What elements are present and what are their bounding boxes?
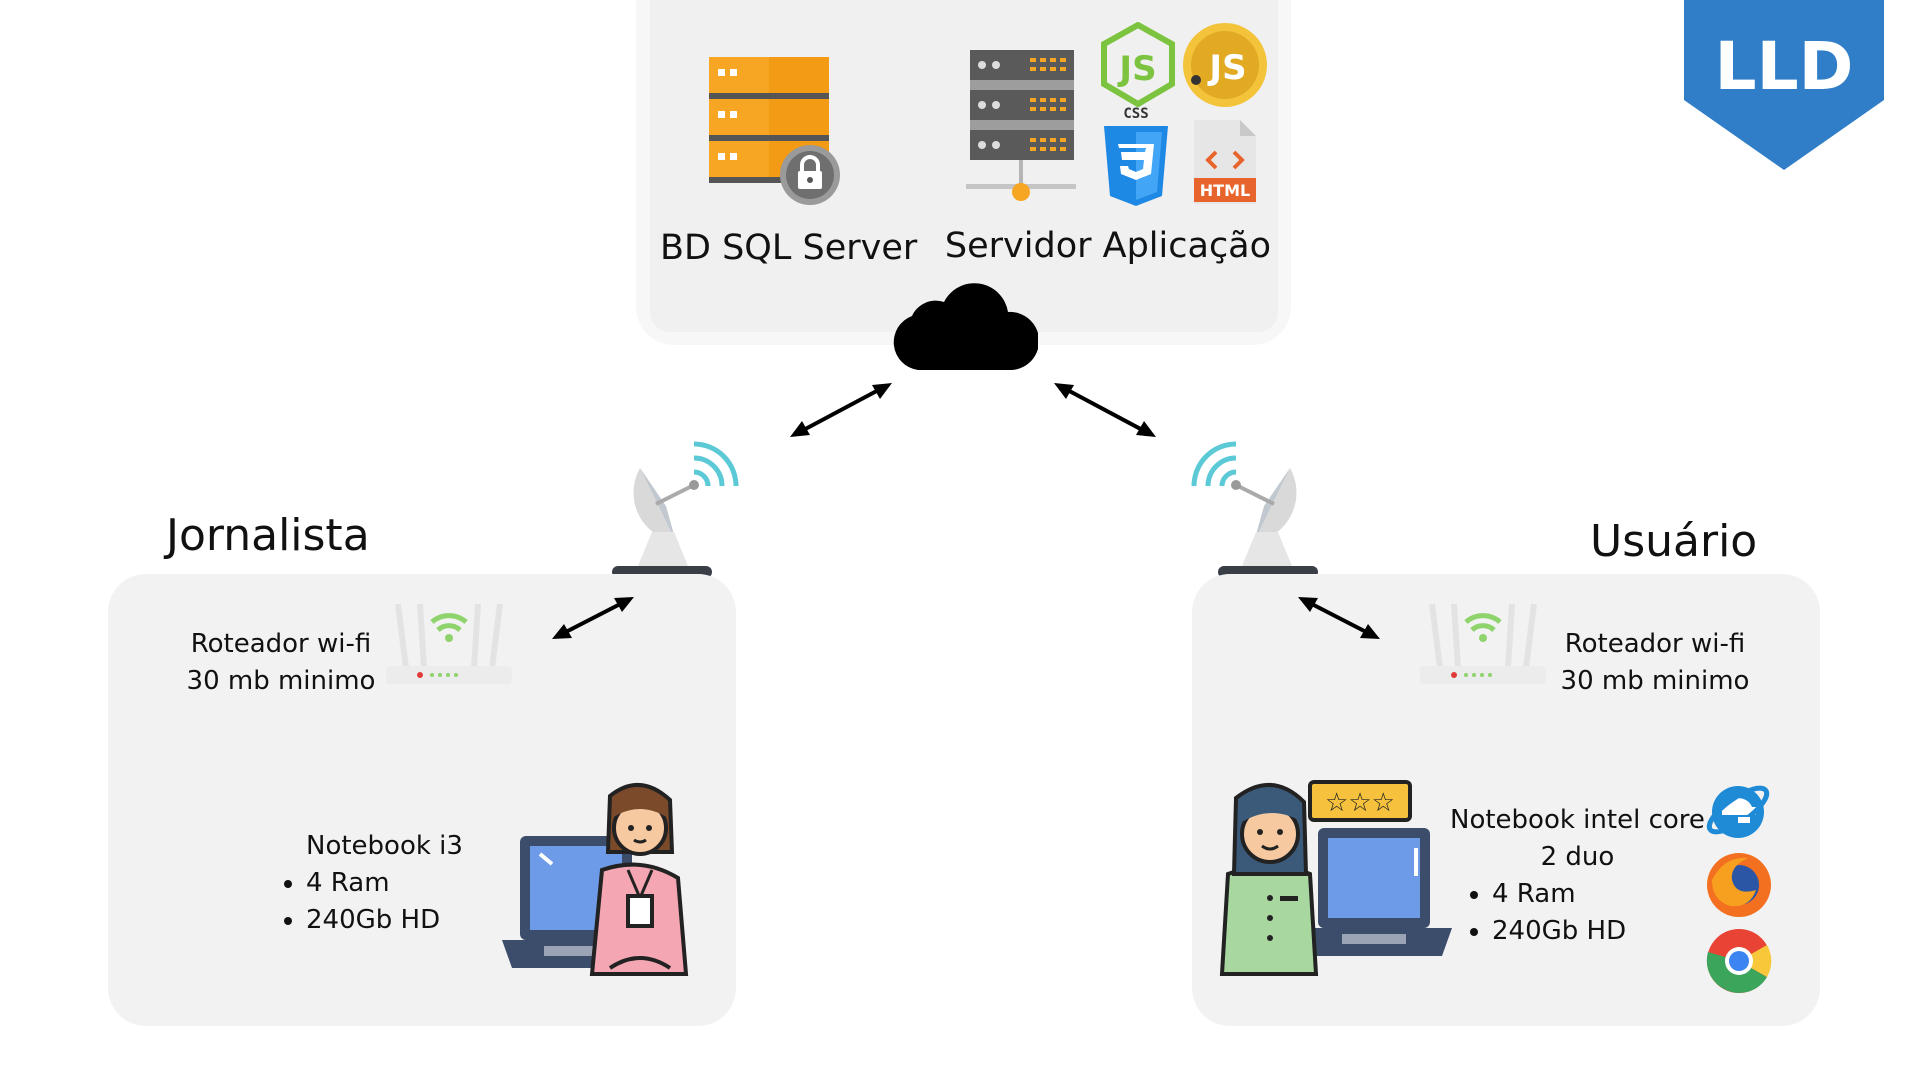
router-line-1: Roteador wi-fi <box>1564 629 1746 659</box>
cloud-icon <box>888 272 1038 372</box>
router-line-2: 30 mb minimo <box>186 666 376 696</box>
arrow-cloud-right <box>1050 378 1160 448</box>
spec-list: 4 Ram 240Gb HD <box>278 865 463 939</box>
lld-badge-text: LLD <box>1714 28 1854 105</box>
lld-badge: LLD <box>1684 0 1884 170</box>
css3-icon: CSS <box>1098 104 1174 208</box>
satellite-dish-left-icon <box>610 432 750 578</box>
satellite-dish-right-icon <box>1180 432 1320 578</box>
nodejs-icon: JS <box>1100 22 1176 108</box>
arrow-cloud-left <box>786 378 896 448</box>
db-label: BD SQL Server <box>660 228 918 268</box>
device-title-line-2: 2 duo <box>1540 842 1615 872</box>
router-line-1: Roteador wi-fi <box>190 629 372 659</box>
user-with-laptop-icon: ☆☆☆ <box>1216 778 1456 980</box>
nodejs-text: JS <box>1117 49 1156 89</box>
spec-ram: 4 Ram <box>1492 876 1705 913</box>
wifi-router-icon <box>384 598 514 690</box>
html-file-icon: HTML <box>1190 118 1260 208</box>
spec-hd: 240Gb HD <box>1492 913 1705 950</box>
internet-explorer-icon <box>1704 774 1774 844</box>
html-text: HTML <box>1200 181 1250 200</box>
svg-text:☆☆☆: ☆☆☆ <box>1325 788 1395 818</box>
app-server-label: Servidor Aplicação <box>944 226 1272 266</box>
javascript-icon: JS <box>1182 22 1268 108</box>
journalist-with-laptop-icon <box>500 778 700 988</box>
usuario-device-spec: Notebook intel core 2 duo 4 Ram 240Gb HD <box>1450 802 1705 950</box>
spec-ram: 4 Ram <box>306 865 463 902</box>
js-text: JS <box>1207 48 1246 88</box>
application-server-icon <box>964 48 1079 208</box>
jornalista-device-spec: Notebook i3 4 Ram 240Gb HD <box>278 828 463 939</box>
usuario-router-label: Roteador wi-fi 30 mb minimo <box>1550 626 1760 700</box>
jornalista-title: Jornalista <box>166 510 370 561</box>
usuario-title: Usuário <box>1590 516 1758 567</box>
css-text: CSS <box>1123 106 1148 122</box>
device-title: Notebook i3 <box>306 831 463 861</box>
router-line-2: 30 mb minimo <box>1560 666 1750 696</box>
wifi-router-icon <box>1418 598 1548 690</box>
chrome-icon <box>1704 926 1774 996</box>
device-title-line-1: Notebook intel core <box>1450 805 1705 835</box>
arrow-router-right <box>1294 592 1384 644</box>
database-server-icon <box>706 55 846 205</box>
arrow-router-left <box>548 592 638 644</box>
firefox-icon <box>1704 850 1774 920</box>
jornalista-router-label: Roteador wi-fi 30 mb minimo <box>176 626 386 700</box>
spec-hd: 240Gb HD <box>306 902 463 939</box>
spec-list: 4 Ram 240Gb HD <box>1450 876 1705 950</box>
